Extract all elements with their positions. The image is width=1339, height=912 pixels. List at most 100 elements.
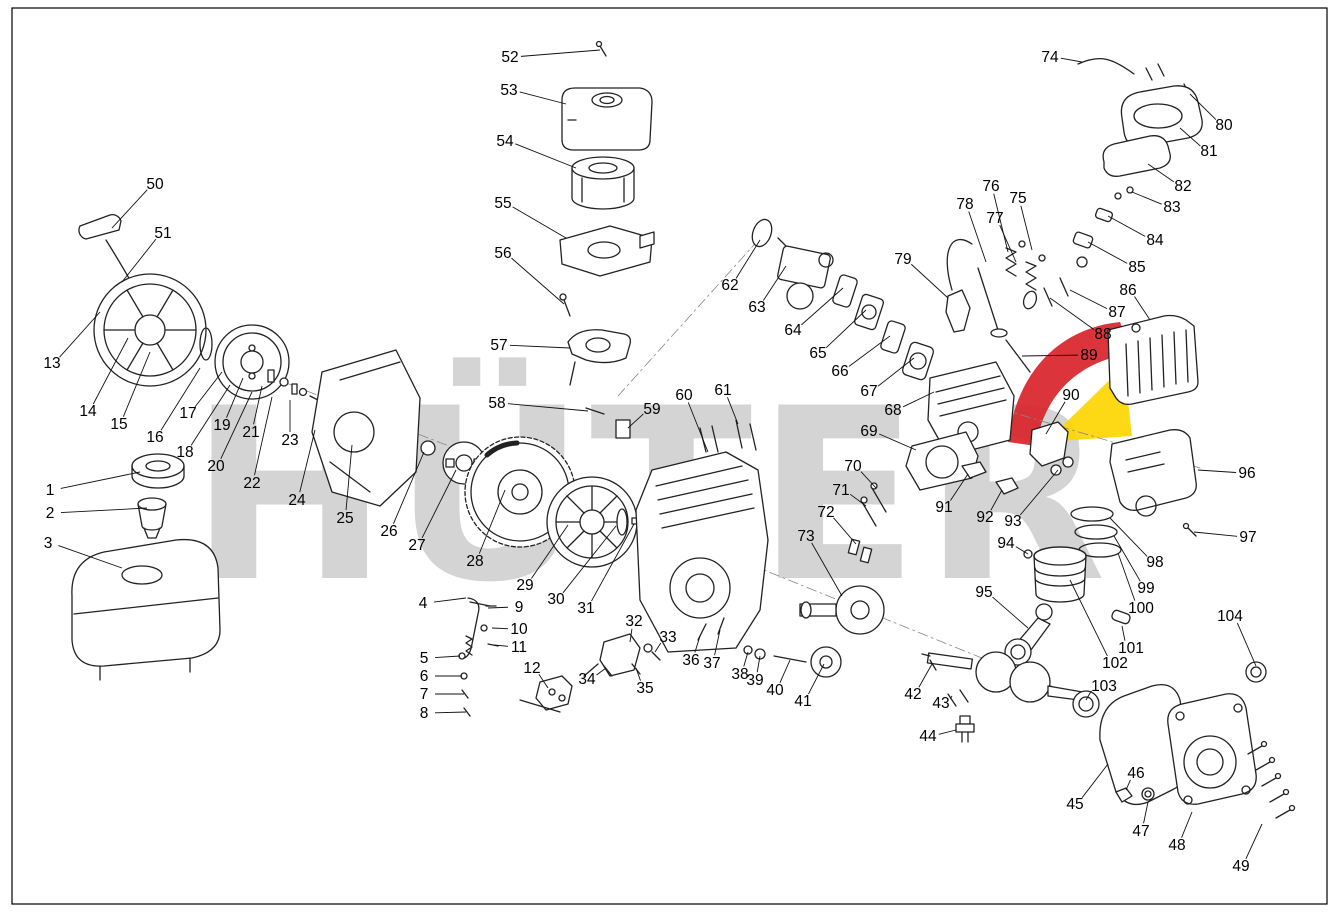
leader-line-58 [507,403,589,412]
part-number-84: 84 [1146,232,1164,249]
leader-line-40 [779,659,791,684]
leader-line-95 [992,596,1029,629]
part-number-59: 59 [643,401,660,418]
leader-line-74 [1060,57,1083,63]
cover-screw-52 [595,40,607,57]
part-number-54: 54 [496,133,514,150]
leader-line-9 [487,606,509,609]
part-number-88: 88 [1094,326,1111,343]
leader-line-72 [833,517,857,545]
starter-handle [78,214,131,281]
piston [1033,546,1087,603]
part-number-37: 37 [703,655,720,672]
head-gasket [905,431,979,491]
part-number-47: 47 [1132,823,1149,840]
part-number-79: 79 [894,251,911,268]
leader-line-96 [1197,469,1237,473]
starter-pulley [214,324,290,400]
leader-line-66 [848,335,891,367]
part-number-1: 1 [46,482,55,499]
part-number-3: 3 [44,535,53,552]
leader-line-22 [254,396,273,476]
part-number-89: 89 [1080,347,1097,364]
part-number-15: 15 [110,416,127,433]
part-number-22: 22 [243,475,260,492]
part-number-58: 58 [488,395,505,412]
part-number-95: 95 [975,584,992,601]
leader-line-83 [1131,191,1162,205]
heat-shield [1029,421,1069,467]
part-number-57: 57 [490,337,507,354]
leader-line-99 [1113,535,1141,582]
leader-line-32 [629,628,633,643]
leader-line-86 [1134,296,1151,321]
leader-line-54 [515,143,577,169]
leader-line-82 [1147,163,1174,183]
leader-line-45 [1081,763,1109,799]
part-number-11: 11 [511,639,527,656]
part-number-35: 35 [636,680,653,697]
crankcase-cylinder-block [635,451,769,653]
crankcase-cover [1167,693,1257,805]
part-number-62: 62 [721,277,738,294]
leader-line-100 [1117,552,1136,601]
leader-line-18 [190,384,231,446]
leader-line-41 [808,663,825,695]
part-number-64: 64 [784,322,802,339]
part-number-87: 87 [1108,304,1125,321]
leader-line-94 [1015,546,1029,555]
leader-line-75 [1020,205,1033,251]
part-number-80: 80 [1215,117,1233,134]
leader-line-60 [687,402,709,453]
leader-line-51 [121,238,157,283]
part-number-60: 60 [675,387,693,404]
leader-line-93 [1019,469,1059,516]
part-number-38: 38 [731,666,748,683]
governor-parts [697,617,842,678]
part-number-81: 81 [1200,143,1217,160]
muffler-protector [1109,429,1197,517]
part-number-4: 4 [419,595,428,612]
part-number-82: 82 [1174,178,1191,195]
part-number-63: 63 [748,299,765,316]
leader-line-46 [1125,779,1131,791]
part-number-102: 102 [1102,655,1128,672]
leader-line-91 [950,473,969,501]
leader-line-25 [345,444,353,511]
part-number-61: 61 [714,382,731,399]
rocker-arms [961,456,1074,495]
leader-line-56 [511,257,565,305]
leader-line-38 [743,651,749,667]
part-number-44: 44 [919,728,937,745]
spark-plug-cap [945,238,973,333]
leader-line-15 [122,351,151,417]
part-number-42: 42 [904,686,921,703]
part-callouts: 1234567891011121314151617181920212223242… [43,49,1263,875]
leader-line-88 [1049,297,1095,330]
starter-hardware [267,369,323,403]
part-number-12: 12 [523,660,540,677]
leader-line-19 [226,377,244,418]
part-number-8: 8 [420,705,429,722]
leader-line-27 [421,469,457,539]
leader-line-11 [493,644,509,647]
bolt-97 [1182,522,1197,537]
part-number-43: 43 [932,695,949,712]
leader-line-69 [879,433,917,451]
leader-line-4 [433,597,467,603]
leader-line-80 [1189,93,1217,120]
leader-line-42 [918,663,933,688]
carburetor [777,237,834,310]
part-number-86: 86 [1119,282,1136,299]
leader-line-64 [801,287,844,326]
flange-nut [420,440,436,456]
part-number-21: 21 [242,424,259,441]
part-number-78: 78 [956,196,973,213]
valves-and-springs [977,240,1046,338]
leader-line-47 [1143,801,1149,824]
ball-bearing [1072,690,1100,718]
leader-line-76 [993,193,1009,253]
logo-red-swoosh [1008,322,1132,446]
fuel-tank [71,538,221,681]
